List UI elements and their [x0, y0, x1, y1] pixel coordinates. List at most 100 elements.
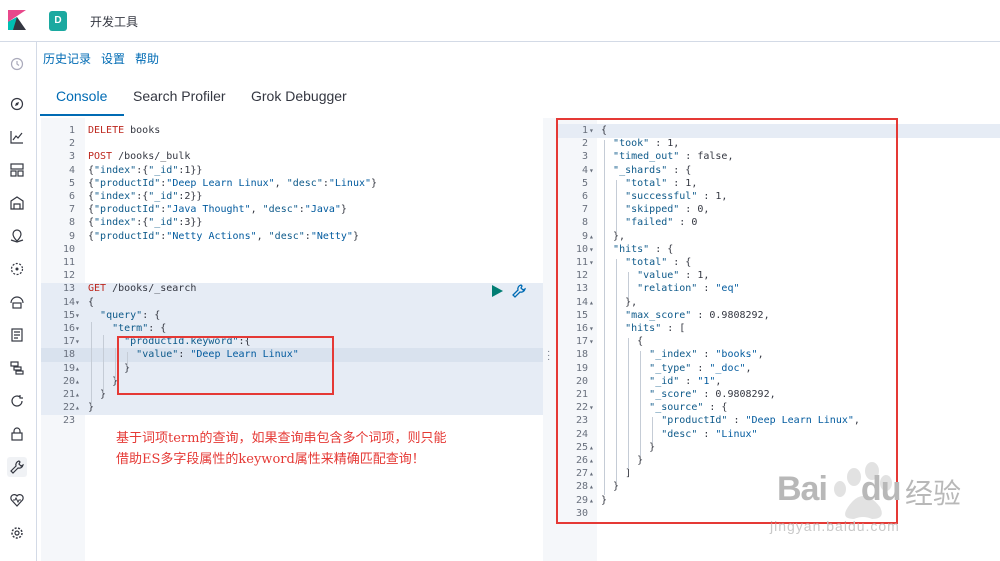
- request-line-number: 18: [62, 349, 75, 361]
- uptime-icon[interactable]: [7, 391, 27, 411]
- response-code-line: "successful" : 1,: [625, 191, 728, 203]
- request-fold-toggle[interactable]: ▾: [75, 324, 80, 334]
- infrastructure-icon[interactable]: [7, 292, 27, 312]
- response-code-line: "desc" : "Linux": [661, 428, 758, 440]
- monitoring-heartbeat-icon[interactable]: [7, 490, 27, 510]
- response-fold-toggle[interactable]: ▾: [589, 126, 594, 135]
- request-line-number: 21: [62, 389, 75, 401]
- page-title: 开发工具: [90, 15, 139, 29]
- response-line-number: 6: [581, 191, 588, 203]
- response-fold-toggle[interactable]: ▾: [589, 258, 594, 268]
- resize-handle-icon[interactable]: ···: [547, 346, 551, 365]
- help-link[interactable]: 帮助: [135, 52, 160, 66]
- response-active-line: [557, 124, 1000, 138]
- top-header: D 开发工具: [0, 0, 1000, 42]
- request-options-wrench-icon[interactable]: [512, 284, 526, 298]
- response-fold-toggle[interactable]: ▴: [589, 469, 594, 479]
- response-fold-toggle[interactable]: ▴: [589, 456, 594, 466]
- space-avatar[interactable]: D: [49, 11, 67, 31]
- response-line-number: 3: [581, 151, 588, 163]
- response-fold-toggle[interactable]: ▾: [589, 337, 594, 347]
- request-line-number: 22: [62, 402, 75, 414]
- request-code-line: {"index":{"_id":3}}: [88, 217, 203, 229]
- request-fold-markers[interactable]: ▾ ▾ ▾ ▾ ▴ ▴ ▴ ▴: [75, 124, 83, 428]
- baidu-paw-watermark-icon: [834, 462, 892, 519]
- response-line-number: 11: [575, 257, 588, 269]
- request-code-line: [88, 243, 538, 256]
- response-fold-toggle[interactable]: ▾: [589, 244, 594, 254]
- response-fold-toggle[interactable]: ▴: [589, 442, 594, 452]
- machine-learning-icon[interactable]: [7, 259, 27, 279]
- request-code-line: "query": {: [100, 309, 161, 321]
- response-line-number: 21: [575, 389, 588, 401]
- request-line-number: 16: [62, 323, 75, 335]
- request-fold-toggle[interactable]: ▴: [75, 403, 80, 413]
- response-line-number: 15: [575, 309, 588, 321]
- request-fold-toggle[interactable]: ▴: [75, 390, 80, 400]
- response-code-line: "max_score" : 0.9808292,: [625, 309, 770, 321]
- kibana-logo-icon[interactable]: [8, 10, 26, 30]
- response-line-number: 29: [575, 494, 588, 506]
- request-fold-toggle[interactable]: ▾: [75, 310, 80, 320]
- response-code-line: "failed" : 0: [625, 217, 698, 229]
- response-fold-toggle[interactable]: ▾: [589, 165, 594, 175]
- recent-clock-icon[interactable]: [7, 54, 27, 74]
- canvas-icon[interactable]: [7, 193, 27, 213]
- response-fold-toggle[interactable]: ▴: [589, 297, 594, 307]
- logs-icon[interactable]: [7, 325, 27, 345]
- watermark-url: jingyan.baidu.com: [770, 518, 900, 534]
- response-fold-toggle[interactable]: ▴: [589, 495, 594, 505]
- pane-resizer[interactable]: [543, 118, 557, 561]
- response-code-line: },: [601, 296, 638, 308]
- dashboard-icon[interactable]: [7, 160, 27, 180]
- tab-grok-debugger[interactable]: Grok Debugger: [251, 88, 347, 104]
- response-code-line: "timed_out" : false,: [613, 151, 734, 163]
- response-line-number: 20: [575, 375, 588, 387]
- discover-compass-icon[interactable]: [7, 94, 27, 114]
- request-line-number: 13: [62, 283, 75, 295]
- response-fold-toggle[interactable]: ▴: [589, 482, 594, 492]
- response-line-number: 26: [575, 455, 588, 467]
- send-request-play-icon[interactable]: [491, 285, 503, 297]
- request-code-line: {"productId":"Netty Actions", "desc":"Ne…: [88, 230, 359, 242]
- response-fold-toggle[interactable]: ▾: [589, 403, 594, 413]
- request-line-number: 15: [62, 309, 75, 321]
- request-fold-toggle: [75, 282, 83, 295]
- request-fold-toggle[interactable]: ▴: [75, 376, 80, 386]
- request-code[interactable]: DELETE books POST /books/_bulk{"index":{…: [88, 124, 538, 428]
- response-fold-toggle[interactable]: ▾: [589, 324, 594, 334]
- request-code-line: POST /books/_bulk: [88, 151, 191, 163]
- request-fold-toggle[interactable]: ▾: [75, 337, 80, 347]
- siem-lock-icon[interactable]: [7, 424, 27, 444]
- request-line-number: 8: [68, 217, 75, 229]
- request-fold-toggle: [75, 124, 83, 137]
- request-line-number: 17: [62, 336, 75, 348]
- indent-guide: [640, 351, 641, 456]
- request-fold-toggle: [75, 150, 83, 163]
- devtools-wrench-icon[interactable]: [7, 457, 27, 477]
- response-line-number: 24: [575, 428, 588, 440]
- history-link[interactable]: 历史记录: [43, 52, 92, 66]
- response-gutter: [557, 118, 597, 561]
- side-nav: [0, 42, 37, 561]
- response-line-number: 2: [581, 138, 588, 150]
- tab-search-profiler[interactable]: Search Profiler: [133, 88, 226, 104]
- request-fold-toggle: [75, 164, 83, 177]
- response-fold-markers[interactable]: ▾ ▾ ▴ ▾ ▾ ▴ ▾ ▾ ▾ ▴ ▴ ▴ ▴ ▴: [589, 124, 597, 520]
- response-line-number: 27: [575, 468, 588, 480]
- response-code-line: "skipped" : 0,: [625, 204, 710, 216]
- response-fold-toggle[interactable]: ▴: [589, 231, 594, 241]
- response-code-line: "_score" : 0.9808292,: [649, 389, 776, 401]
- request-fold-toggle[interactable]: ▴: [75, 363, 80, 373]
- maps-icon[interactable]: [7, 226, 27, 246]
- response-code-line: }: [601, 494, 608, 506]
- settings-link[interactable]: 设置: [101, 52, 126, 66]
- visualize-chart-icon[interactable]: [7, 127, 27, 147]
- response-code-line: "_id" : "1",: [649, 375, 722, 387]
- tab-console[interactable]: Console: [56, 88, 108, 104]
- apm-icon[interactable]: [7, 358, 27, 378]
- management-gear-icon[interactable]: [7, 523, 27, 543]
- request-fold-toggle: [75, 190, 83, 203]
- highlight-box-response: [556, 118, 898, 524]
- request-fold-toggle[interactable]: ▾: [75, 297, 80, 307]
